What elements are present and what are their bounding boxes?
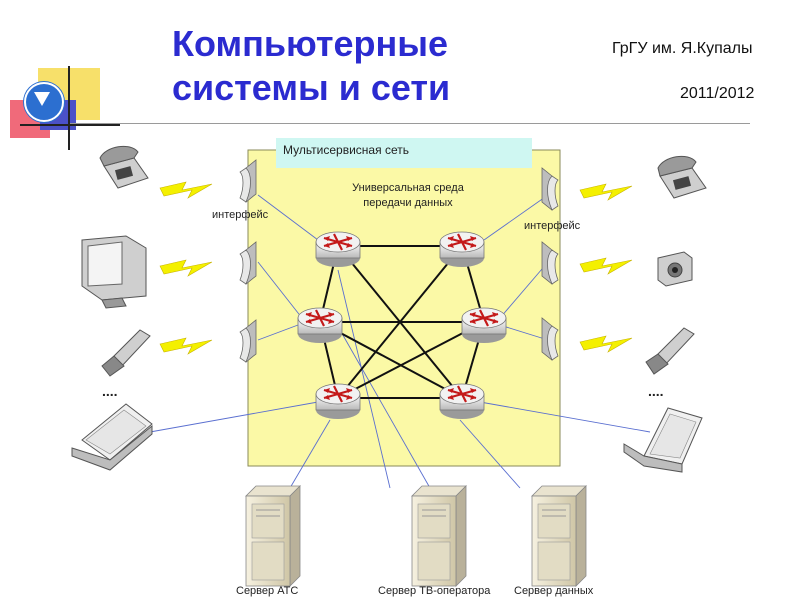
telephone-icon: [657, 155, 707, 199]
page-title: Компьютерные системы и сети: [172, 23, 451, 108]
interface-label-left: интерфейс: [212, 209, 269, 221]
server-icon: [411, 485, 467, 587]
interface-icon: [239, 159, 257, 203]
ellipsis-right: ....: [648, 383, 664, 399]
server-label: Сервер ТВ-оператора: [378, 585, 491, 597]
wireless-link-icon: [159, 181, 213, 199]
academic-year: 2011/2012: [680, 85, 755, 102]
wireless-link-icon: [579, 335, 633, 353]
medium-label: передачи данных: [363, 197, 453, 209]
diagram-caption: Мультисервисная сеть: [276, 138, 532, 168]
medium-label: Универсальная среда: [352, 182, 465, 194]
server-icon: [531, 485, 587, 587]
logo: [10, 60, 120, 150]
server-label: Сервер данных: [514, 585, 594, 597]
telephone-icon: [99, 145, 149, 189]
wireless-link-icon: [579, 183, 633, 201]
monitor-icon: [81, 235, 147, 309]
wireless-link-icon: [159, 337, 213, 355]
mobile-phone-icon: [645, 327, 695, 375]
university-name: ГрГУ им. Я.Купалы: [612, 40, 753, 57]
server-label: Сервер АТС: [236, 585, 298, 597]
interface-label-right: интерфейс: [524, 220, 581, 232]
router-icon: [438, 382, 486, 421]
interface-icon: [239, 319, 257, 363]
laptop-icon: [71, 403, 153, 471]
ellipsis-left: ....: [102, 383, 118, 399]
router-icon: [438, 230, 486, 269]
laptop-icon: [623, 407, 703, 473]
interface-icon: [239, 241, 257, 285]
header-rule: [70, 123, 750, 124]
wireless-link-icon: [159, 259, 213, 277]
server-icon: [245, 485, 301, 587]
router-icon: [314, 382, 362, 421]
router-icon: [314, 230, 362, 269]
mobile-phone-icon: [101, 329, 151, 377]
router-icon: [296, 306, 344, 345]
router-icon: [460, 306, 508, 345]
wireless-link-icon: [579, 257, 633, 275]
camera-icon: [657, 251, 693, 287]
access-links: [149, 194, 651, 489]
